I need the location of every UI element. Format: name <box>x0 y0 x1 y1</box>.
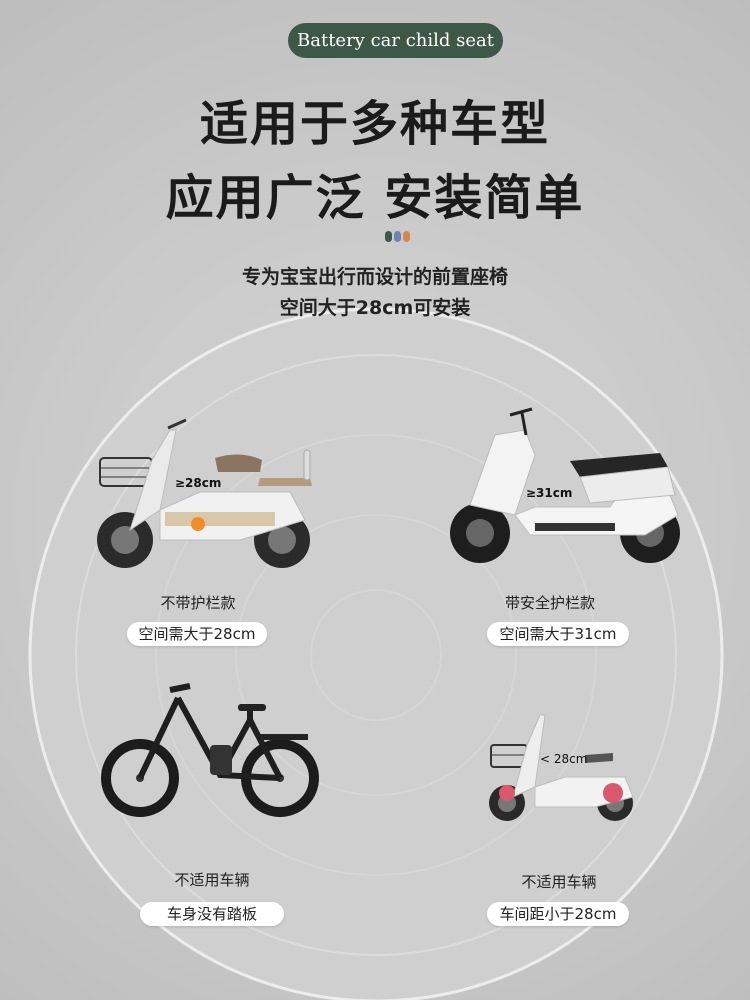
subtitle-line-1: 专为宝宝出行而设计的前置座椅 <box>241 266 508 288</box>
fat-tire-bike-illustration <box>101 683 319 817</box>
outer-ring <box>28 307 724 1000</box>
ring-5 <box>310 589 442 721</box>
blue-dot <box>394 231 401 242</box>
ring-2 <box>75 354 677 956</box>
vehicle-1-label: 不带护栏款 <box>160 594 236 612</box>
orange-dot <box>403 231 410 242</box>
vehicle-2-chip: 空间需大于31cm <box>487 622 629 646</box>
measure-label-28: ≥28cm <box>175 476 222 490</box>
green-dot <box>385 231 392 242</box>
scooter-illustration <box>450 407 680 563</box>
small-ebike-illustration <box>489 714 634 821</box>
product-tag: Battery car child seat <box>288 23 503 58</box>
subtitle-line-2: 空间大于28cm可安装 <box>279 297 471 319</box>
vehicle-3-chip: 车身没有踏板 <box>140 902 284 926</box>
headline-line-1: 适用于多种车型 <box>199 96 550 152</box>
vehicle-2-label: 带安全护栏款 <box>504 594 595 612</box>
ring-4 <box>235 514 517 796</box>
headline-line-2: 应用广泛 安装简单 <box>165 170 585 226</box>
measure-label-less-28: < 28cm <box>540 752 588 766</box>
vehicle-1-chip: 空间需大于28cm <box>127 622 267 646</box>
measure-label-31: ≥31cm <box>526 486 573 500</box>
vehicle-4-chip: 车间距小于28cm <box>487 902 629 926</box>
vehicle-4-label: 不适用车辆 <box>521 873 597 891</box>
ebike-basket-illustration <box>97 418 312 568</box>
ring-3 <box>155 434 597 876</box>
vehicle-3-label: 不适用车辆 <box>174 871 250 889</box>
